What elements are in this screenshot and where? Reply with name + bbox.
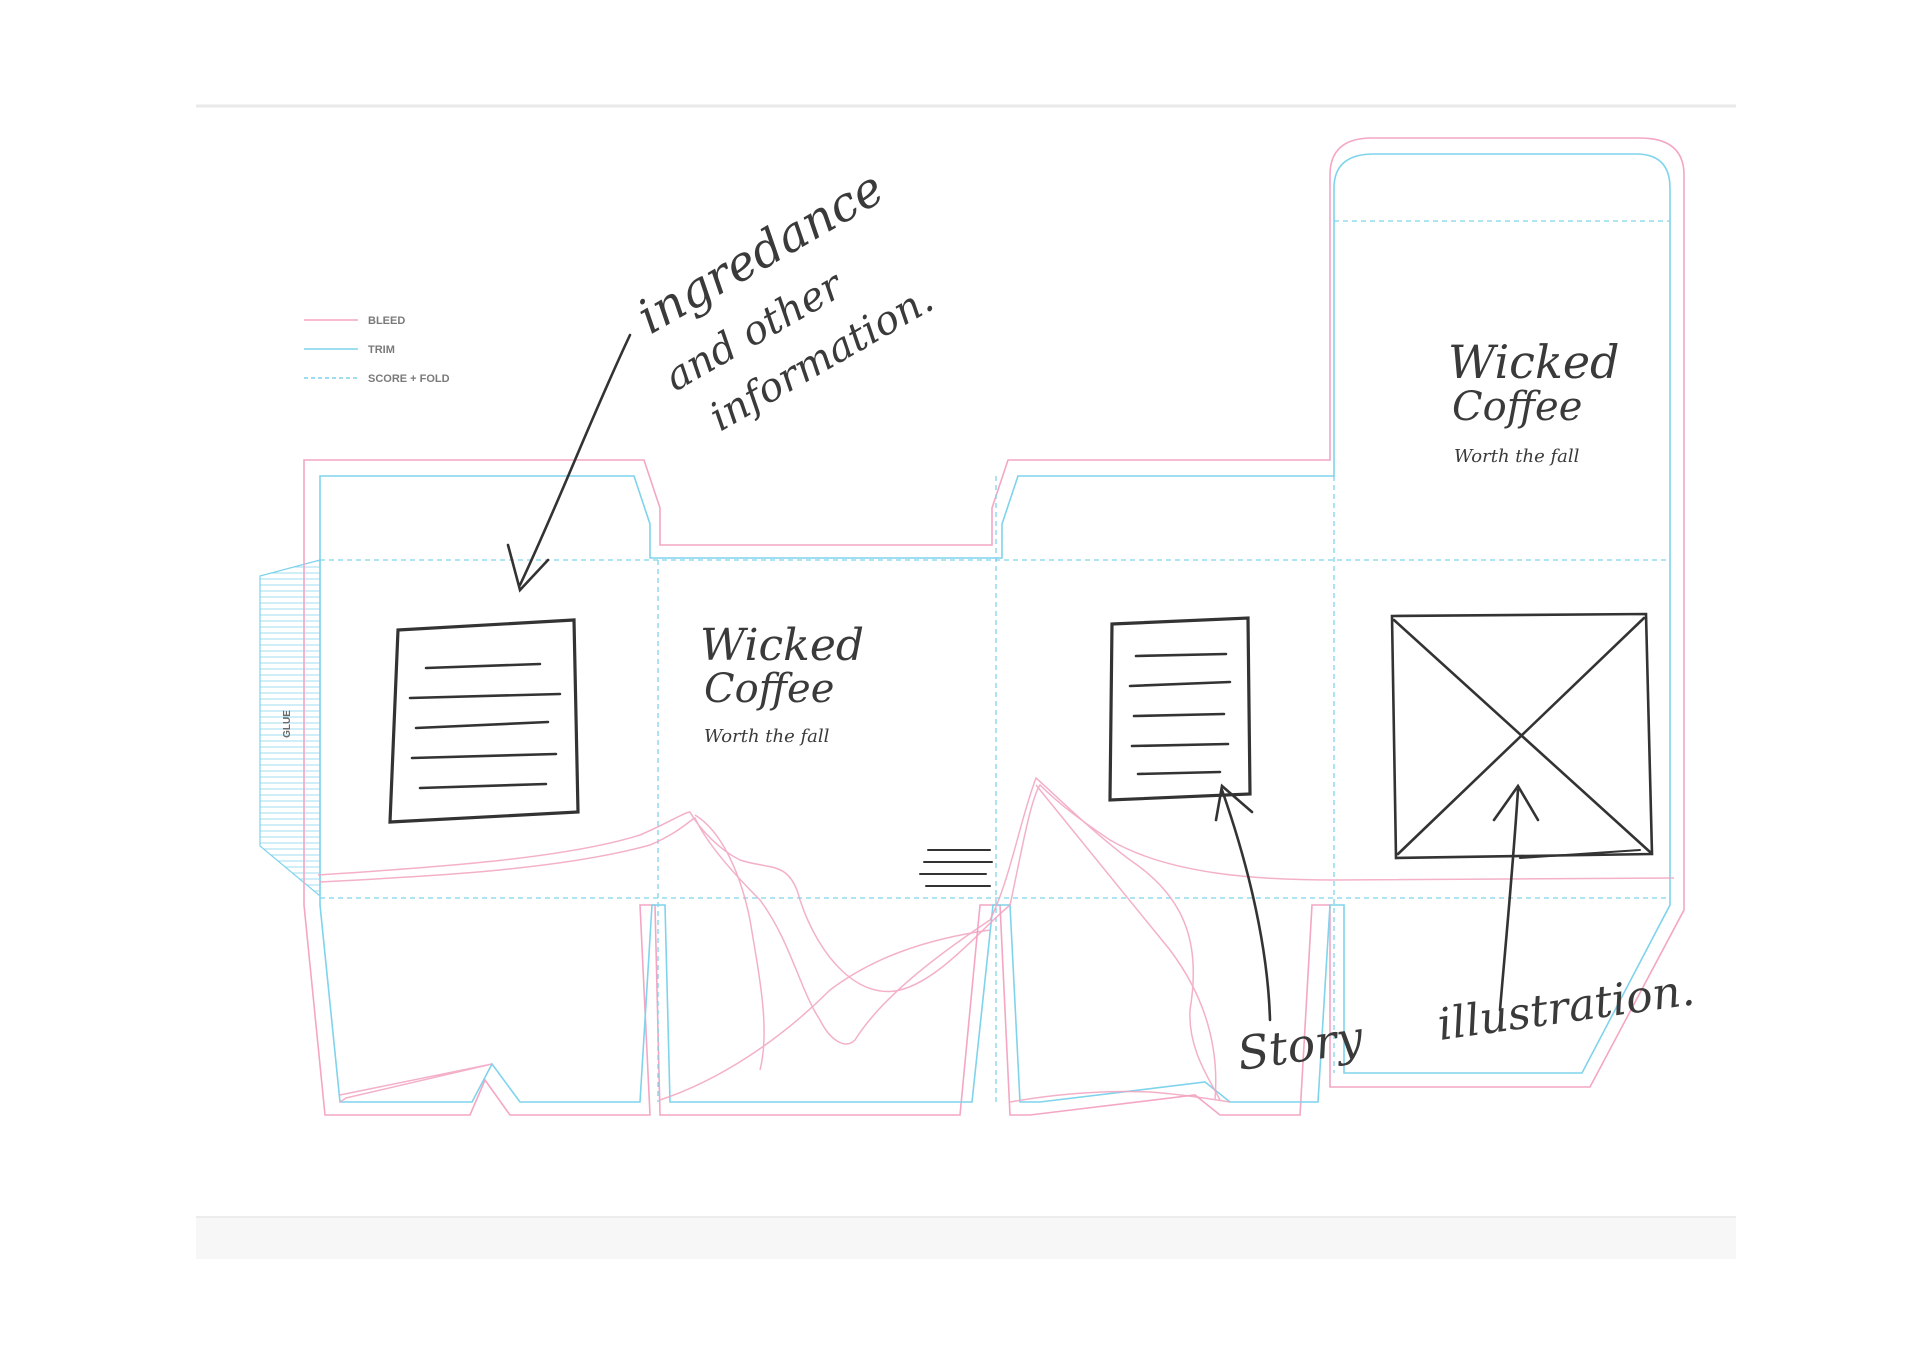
page-bottom-strip — [196, 1217, 1736, 1259]
legend-bleed-label: BLEED — [368, 315, 405, 327]
score-fold-lines — [320, 220, 1670, 1102]
page-background — [196, 104, 1736, 1264]
front-brand-line2: Coffee — [704, 666, 834, 712]
glue-label: GLUE — [282, 710, 293, 738]
illustration-placeholder — [1390, 612, 1654, 860]
pink-sketch-strokes — [317, 776, 1675, 1103]
story-box — [1108, 616, 1252, 802]
small-text-lines — [919, 849, 993, 887]
story-arrow — [1214, 783, 1272, 1022]
ingredients-info-box — [388, 618, 580, 824]
top-panel-brand: Wicked Coffee Worth the fall — [1448, 335, 1620, 467]
top-brand-line1: Wicked — [1448, 335, 1620, 389]
legend-score-fold-label: SCORE + FOLD — [368, 373, 450, 385]
legend: BLEED TRIM SCORE + FOLD — [304, 315, 450, 385]
front-brand-line1: Wicked — [700, 620, 864, 671]
bleed-outline — [303, 137, 1685, 1116]
legend-trim-label: TRIM — [368, 344, 395, 356]
illustration-arrow — [1492, 783, 1540, 1012]
front-brand-tagline: Worth the fall — [704, 726, 830, 747]
top-brand-line2: Coffee — [1452, 384, 1582, 430]
ingredients-arrow — [506, 333, 632, 593]
top-brand-tagline: Worth the fall — [1454, 446, 1580, 467]
trim-outline — [319, 153, 1671, 1103]
glue-flap: GLUE — [259, 559, 321, 898]
front-panel-brand: Wicked Coffee Worth the fall — [700, 620, 864, 747]
